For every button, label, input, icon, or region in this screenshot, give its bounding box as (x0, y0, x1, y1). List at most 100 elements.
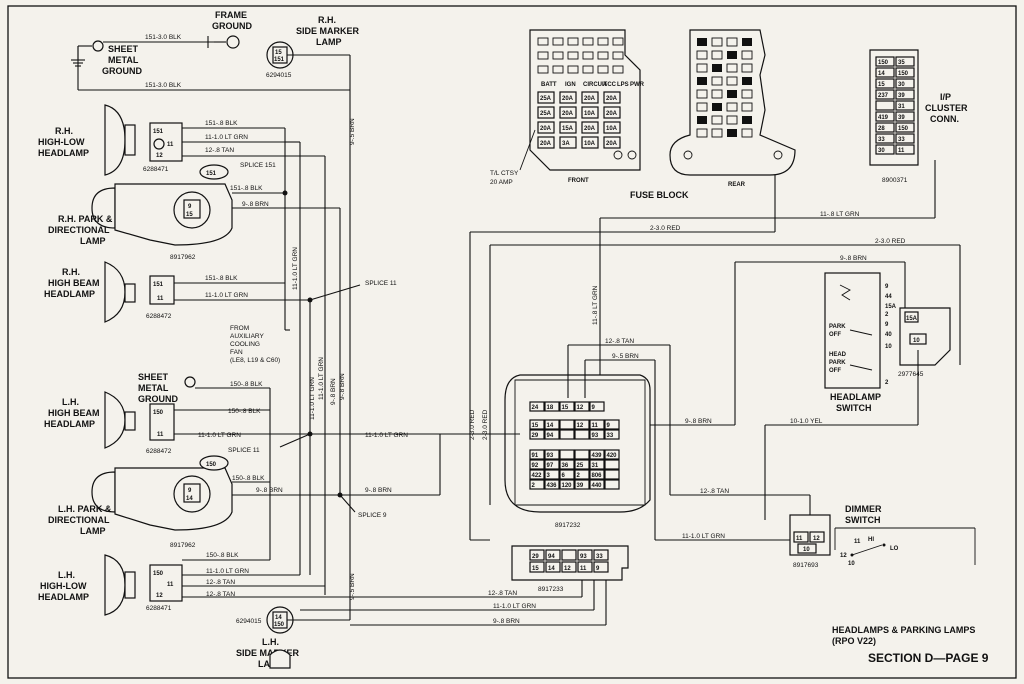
svg-text:HEADLAMP: HEADLAMP (38, 148, 89, 158)
dimmer-switch: 11 12 10 8917693 DIMMER SWITCH 11 HI LO … (789, 504, 976, 569)
rear-cavity (741, 63, 753, 73)
bulkhead-pin (589, 469, 605, 480)
fuse-slot (582, 51, 594, 60)
small-pin-label: 93 (580, 554, 587, 560)
bulkhead-pin (544, 429, 560, 440)
ip-pin (895, 78, 915, 89)
ip-pin-label: 419 (878, 115, 889, 121)
svg-text:10: 10 (913, 338, 920, 344)
bulkhead-pin-label: 9 (592, 405, 596, 411)
bulkhead-pin (559, 469, 575, 480)
bulkhead-pin-label: 6 (562, 473, 566, 479)
bulkhead-pin (589, 449, 605, 460)
svg-text:151: 151 (206, 171, 217, 177)
svg-text:9-.8 BRN: 9-.8 BRN (330, 378, 337, 405)
bulkhead-pin (589, 459, 605, 470)
bulkhead-pin (604, 419, 620, 430)
fuse (537, 136, 555, 149)
rear-cavity (696, 128, 708, 138)
ip-pin-label: 33 (878, 137, 885, 143)
bulkhead-pin (559, 459, 575, 470)
svg-text:12: 12 (156, 593, 163, 599)
fuse-rating: 20A (606, 111, 618, 117)
svg-text:9-.8 BRN: 9-.8 BRN (339, 373, 346, 400)
fuse-rating: 3A (562, 141, 570, 147)
svg-text:15A: 15A (885, 304, 897, 310)
bulkhead-pin-label: 2 (532, 483, 536, 489)
small-pin-label: 15 (532, 566, 539, 572)
svg-text:R.H.: R.H. (62, 267, 80, 277)
svg-text:9-.8 BRN: 9-.8 BRN (365, 487, 392, 494)
svg-text:12-.8 TAN: 12-.8 TAN (605, 338, 634, 345)
rear-cavity (741, 50, 753, 60)
rear-cavity (726, 76, 738, 86)
bulkhead-pin (574, 459, 590, 470)
svg-text:HEADLAMP: HEADLAMP (38, 592, 89, 602)
svg-text:11: 11 (854, 539, 861, 545)
svg-text:14: 14 (186, 496, 193, 502)
svg-text:12-.8 TAN: 12-.8 TAN (206, 579, 235, 586)
title-block: HEADLAMPS & PARKING LAMPS (RPO V22) SECT… (832, 625, 989, 665)
bulkhead-pin (589, 429, 605, 440)
svg-text:11: 11 (157, 296, 164, 302)
svg-text:HEADLAMP: HEADLAMP (44, 289, 95, 299)
svg-text:2-3.0 RED: 2-3.0 RED (875, 238, 906, 245)
ip-pin (875, 133, 895, 144)
svg-text:SWITCH: SWITCH (836, 403, 872, 413)
bulkhead-pin-label: 33 (607, 433, 614, 439)
svg-text:11-1.0 LT GRN: 11-1.0 LT GRN (493, 603, 536, 610)
small-pin (545, 549, 561, 561)
svg-text:14: 14 (275, 615, 282, 621)
svg-text:SHEET: SHEET (138, 372, 169, 382)
rear-cavity (741, 89, 753, 99)
svg-text:HEADLAMP: HEADLAMP (44, 419, 95, 429)
svg-text:R.H.: R.H. (55, 126, 73, 136)
svg-text:T/L CTSY: T/L CTSY (490, 170, 519, 177)
small-pin (561, 561, 577, 573)
svg-text:151-3.0 BLK: 151-3.0 BLK (145, 82, 182, 89)
section-label: SECTION D—PAGE 9 (868, 651, 989, 665)
svg-text:GROUND: GROUND (138, 394, 178, 404)
fuse-rating: 20A (606, 96, 618, 102)
bulkhead-pin (574, 429, 590, 440)
svg-text:9: 9 (188, 488, 192, 494)
bulkhead-pin-label: 15 (532, 423, 539, 429)
bulkhead-pin (604, 469, 620, 480)
svg-text:SPLICE 11: SPLICE 11 (365, 280, 397, 287)
fuse (581, 136, 599, 149)
svg-text:9-.8 BRN: 9-.8 BRN (242, 201, 269, 208)
headlamp-switch-connector: 15A 10 2977645 (898, 307, 951, 378)
rear-cavity (742, 38, 752, 46)
svg-text:9-.5 BRN: 9-.5 BRN (612, 353, 639, 360)
ip-pin-label: 150 (878, 60, 889, 66)
svg-text:CONN.: CONN. (930, 114, 959, 124)
svg-text:11-1.0 LT GRN: 11-1.0 LT GRN (309, 377, 316, 420)
lh-park-directional-lamp: 9 14 150 L.H. PARK & DIRECTIONAL LAMP 89… (48, 455, 233, 549)
fuse-slot (597, 65, 609, 74)
svg-text:2977645: 2977645 (898, 371, 924, 378)
svg-text:LO: LO (890, 546, 899, 552)
fuse (537, 91, 555, 104)
svg-text:2: 2 (885, 380, 889, 386)
svg-text:11-1.0 LT GRN: 11-1.0 LT GRN (206, 568, 249, 575)
svg-text:2-3.0 RED: 2-3.0 RED (482, 409, 489, 440)
svg-text:11-1.0 LT GRN: 11-1.0 LT GRN (318, 357, 325, 400)
fuse-rating: 25A (540, 111, 552, 117)
svg-text:11-1.0 LT GRN: 11-1.0 LT GRN (365, 432, 408, 439)
bulkhead-pin-label: 2 (577, 473, 581, 479)
svg-text:8917962: 8917962 (170, 542, 196, 549)
ip-pin (875, 111, 895, 122)
svg-text:HIGH BEAM: HIGH BEAM (48, 408, 100, 418)
fuse-rating: 20A (562, 96, 574, 102)
fuse (581, 121, 599, 134)
ip-pin-label: 150 (898, 71, 909, 77)
svg-text:(RPO V22): (RPO V22) (832, 636, 876, 646)
fuse-rating: 25A (540, 96, 552, 102)
bulkhead-pin-label: 91 (532, 453, 539, 459)
bulkhead-pin-label: 9 (607, 423, 611, 429)
rh-side-marker-lamp: R.H. SIDE MARKER LAMP 15 151 6294015 (266, 15, 360, 79)
rear-cavity (711, 89, 723, 99)
svg-text:6288471: 6288471 (146, 605, 172, 612)
